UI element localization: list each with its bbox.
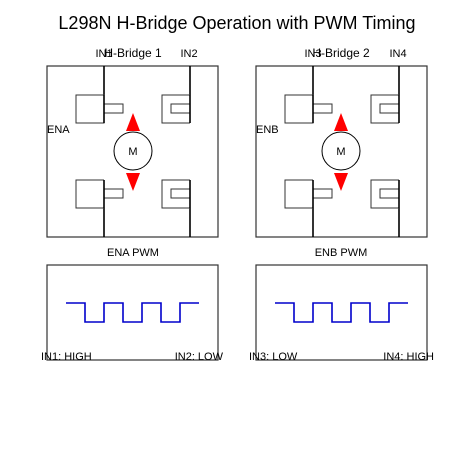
current-arrow-up-icon xyxy=(126,113,140,131)
pwm-1-title: ENA PWM xyxy=(107,247,159,259)
current-arrow-up-icon xyxy=(334,113,348,131)
motor-1-label: M xyxy=(128,146,137,158)
enb-label: ENB xyxy=(256,124,279,136)
motor-2-label: M xyxy=(336,146,345,158)
in1-label: IN1 xyxy=(95,48,112,60)
current-arrow-down-icon xyxy=(126,173,140,191)
h-bridge-1-frame xyxy=(46,65,219,238)
pwm-1-frame xyxy=(46,264,219,361)
motor-2-symbol xyxy=(321,131,361,171)
switch-bottom-left xyxy=(75,179,124,209)
current-arrow-down-icon xyxy=(334,173,348,191)
in2-state: IN2: LOW xyxy=(175,351,224,363)
h-bridge-2: M IN3 H-Bridge 2 IN4 ENB xyxy=(255,46,428,238)
switch-top-left xyxy=(284,94,333,124)
diagram-title: L298N H-Bridge Operation with PWM Timing xyxy=(58,13,415,33)
switch-top-left xyxy=(75,94,124,124)
in2-label: IN2 xyxy=(180,48,197,60)
in1-state: IN1: HIGH xyxy=(41,351,92,363)
h-bridge-2-label: H-Bridge 2 xyxy=(312,46,370,60)
pwm-panel-2: ENB PWM IN3: LOW IN4: HIGH xyxy=(249,247,434,363)
in4-state: IN4: HIGH xyxy=(383,351,434,363)
switch-bottom-right xyxy=(370,179,400,209)
motor-1-symbol xyxy=(113,131,153,171)
switch-top-right xyxy=(370,94,400,124)
in3-label: IN3 xyxy=(304,48,321,60)
h-bridge-1-label: H-Bridge 1 xyxy=(104,46,162,60)
in3-state: IN3: LOW xyxy=(249,351,298,363)
pwm-2-waveform xyxy=(275,302,408,323)
h-bridge-1: M IN1 H-Bridge 1 IN2 ENA xyxy=(46,46,219,238)
pwm-panel-1: ENA PWM IN1: HIGH IN2: LOW xyxy=(41,247,224,363)
switch-bottom-right xyxy=(161,179,191,209)
pwm-1-waveform xyxy=(66,302,199,323)
switch-top-right xyxy=(161,94,191,124)
pwm-2-frame xyxy=(255,264,428,361)
pwm-2-title: ENB PWM xyxy=(315,247,368,259)
in4-label: IN4 xyxy=(389,48,406,60)
ena-label: ENA xyxy=(47,124,70,136)
switch-bottom-left xyxy=(284,179,333,209)
h-bridge-2-frame xyxy=(255,65,428,238)
